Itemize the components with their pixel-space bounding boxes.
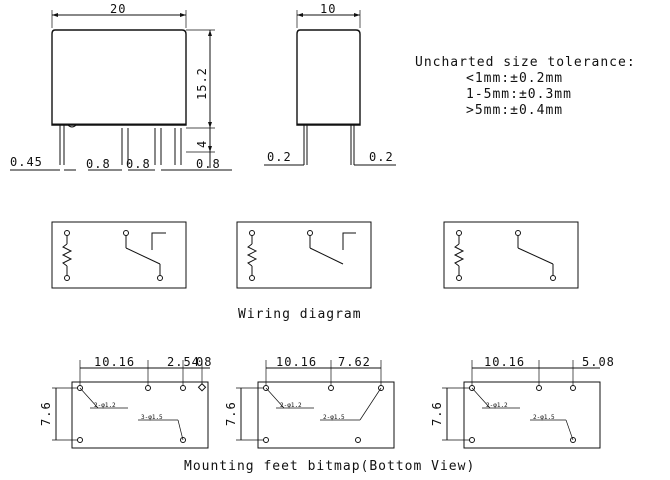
mount3-dim-1: 5.08 <box>582 355 615 369</box>
mount3-note-0: 2-φ1.2 <box>486 402 508 409</box>
mount1-dim-1: 2.54 <box>167 355 200 369</box>
mount1-note-1: 3-φ1.5 <box>141 414 163 421</box>
mount2-dim-1: 7.62 <box>338 355 371 369</box>
mount1-height: 7.6 <box>39 401 53 426</box>
mount3-height: 7.6 <box>430 401 444 426</box>
pin-dim-1: 0.8 <box>86 157 111 171</box>
side-pin-dim-0: 0.2 <box>267 150 292 164</box>
side-view: 10 0.2 0.2 <box>264 2 396 166</box>
mount2-dim-0: 10.16 <box>276 355 317 369</box>
mount3-note-1: 2-φ1.5 <box>533 414 555 421</box>
mounting-view-3: 10.16 5.08 7.6 2-φ1.2 2-φ1.5 <box>430 355 615 449</box>
mount1-note-0: 2-φ1.2 <box>94 402 116 409</box>
tolerance-note: Uncharted size tolerance: <1mm:±0.2mm 1-… <box>415 55 636 118</box>
mount3-dim-0: 10.16 <box>484 355 525 369</box>
tolerance-line-0: <1mm:±0.2mm <box>466 71 563 86</box>
side-width-label: 10 <box>320 2 336 16</box>
mounting-view-2: 10.16 7.62 7.6 2-φ1.2 2-φ1.5 <box>224 355 395 449</box>
pin-length-label: 4 <box>195 140 209 148</box>
side-pin-dim-1: 0.2 <box>369 150 394 164</box>
mount1-dim-0: 10.16 <box>94 355 135 369</box>
pin-dim-3: 0.8 <box>196 157 221 171</box>
mount2-note-1: 2-φ1.5 <box>323 414 345 421</box>
mount2-height: 7.6 <box>224 401 238 426</box>
front-height-label: 15.2 <box>195 67 209 100</box>
mount1-dim-2: 08 <box>196 355 212 369</box>
tolerance-title: Uncharted size tolerance: <box>415 55 636 70</box>
tolerance-line-1: 1-5mm:±0.3mm <box>466 87 572 102</box>
front-view: 20 15.2 4 0.45 0.8 0.8 0.8 <box>10 2 232 171</box>
pin-dim-0: 0.45 <box>10 155 43 169</box>
wiring-diagram-3 <box>443 221 579 289</box>
wiring-diagram-2 <box>236 221 372 289</box>
mounting-caption: Mounting feet bitmap(Bottom View) <box>184 459 475 474</box>
mount2-note-0: 2-φ1.2 <box>280 402 302 409</box>
front-width-label: 20 <box>110 2 126 16</box>
wiring-caption: Wiring diagram <box>238 307 362 322</box>
tolerance-line-2: >5mm:±0.4mm <box>466 103 563 118</box>
wiring-diagram-1 <box>51 221 187 289</box>
mounting-view-1: 10.16 2.54 08 7.6 2-φ1.2 3-φ1.5 <box>39 355 212 449</box>
pin-dim-2: 0.8 <box>126 157 151 171</box>
